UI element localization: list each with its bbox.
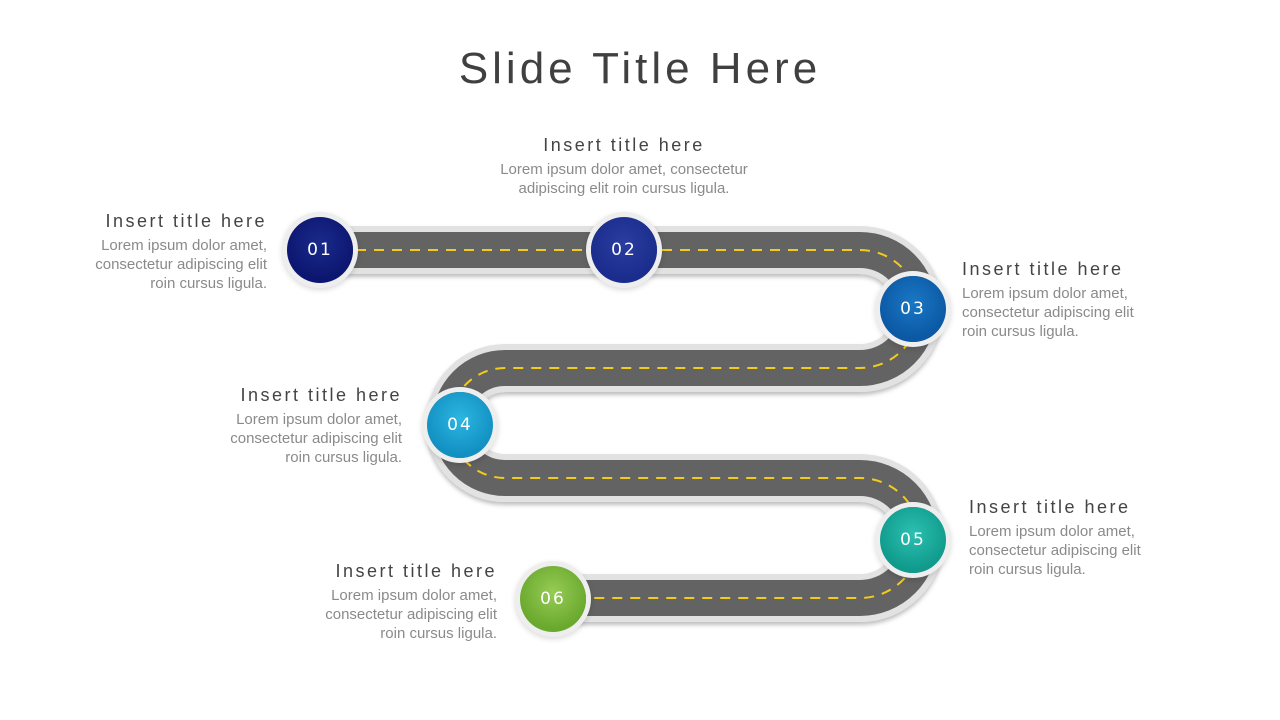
step-title: Insert title here [969,497,1131,517]
step-body: Lorem ipsum dolor amet, consectetur adip… [230,411,402,466]
step-title: Insert title here [962,259,1124,279]
step-body: Lorem ipsum dolor amet, consectetur adip… [95,237,267,292]
step-marker-05: 05 [880,507,946,573]
step-text-03: Insert title here Lorem ipsum dolor amet… [962,259,1262,341]
step-title: Insert title here [240,385,402,405]
step-text-04: Insert title here Lorem ipsum dolor amet… [102,385,402,467]
step-text-01: Insert title here Lorem ipsum dolor amet… [0,211,267,293]
step-body: Lorem ipsum dolor amet, consectetur adip… [969,523,1141,578]
step-number: 06 [540,589,566,609]
step-marker-02: 02 [591,217,657,283]
step-marker-04: 04 [427,392,493,458]
step-body: Lorem ipsum dolor amet, consectetur adip… [500,161,748,197]
step-text-05: Insert title here Lorem ipsum dolor amet… [969,497,1269,579]
step-marker-03: 03 [880,276,946,342]
step-body: Lorem ipsum dolor amet, consectetur adip… [962,285,1134,340]
slide-title: Slide Title Here [458,44,822,93]
step-number: 03 [900,299,926,319]
step-number: 04 [447,415,473,435]
step-text-02: Insert title here Lorem ipsum dolor amet… [474,135,774,198]
step-marker-06: 06 [520,566,586,632]
step-body: Lorem ipsum dolor amet, consectetur adip… [325,587,497,642]
step-text-06: Insert title here Lorem ipsum dolor amet… [197,561,497,643]
road-center-line [320,249,921,599]
step-number: 01 [307,240,333,260]
step-title: Insert title here [543,135,705,155]
road-surface [320,232,938,616]
step-title: Insert title here [335,561,497,581]
step-title: Insert title here [105,211,267,231]
step-number: 05 [900,530,926,550]
step-number: 02 [611,240,637,260]
road-border [320,226,944,622]
step-marker-01: 01 [287,217,353,283]
